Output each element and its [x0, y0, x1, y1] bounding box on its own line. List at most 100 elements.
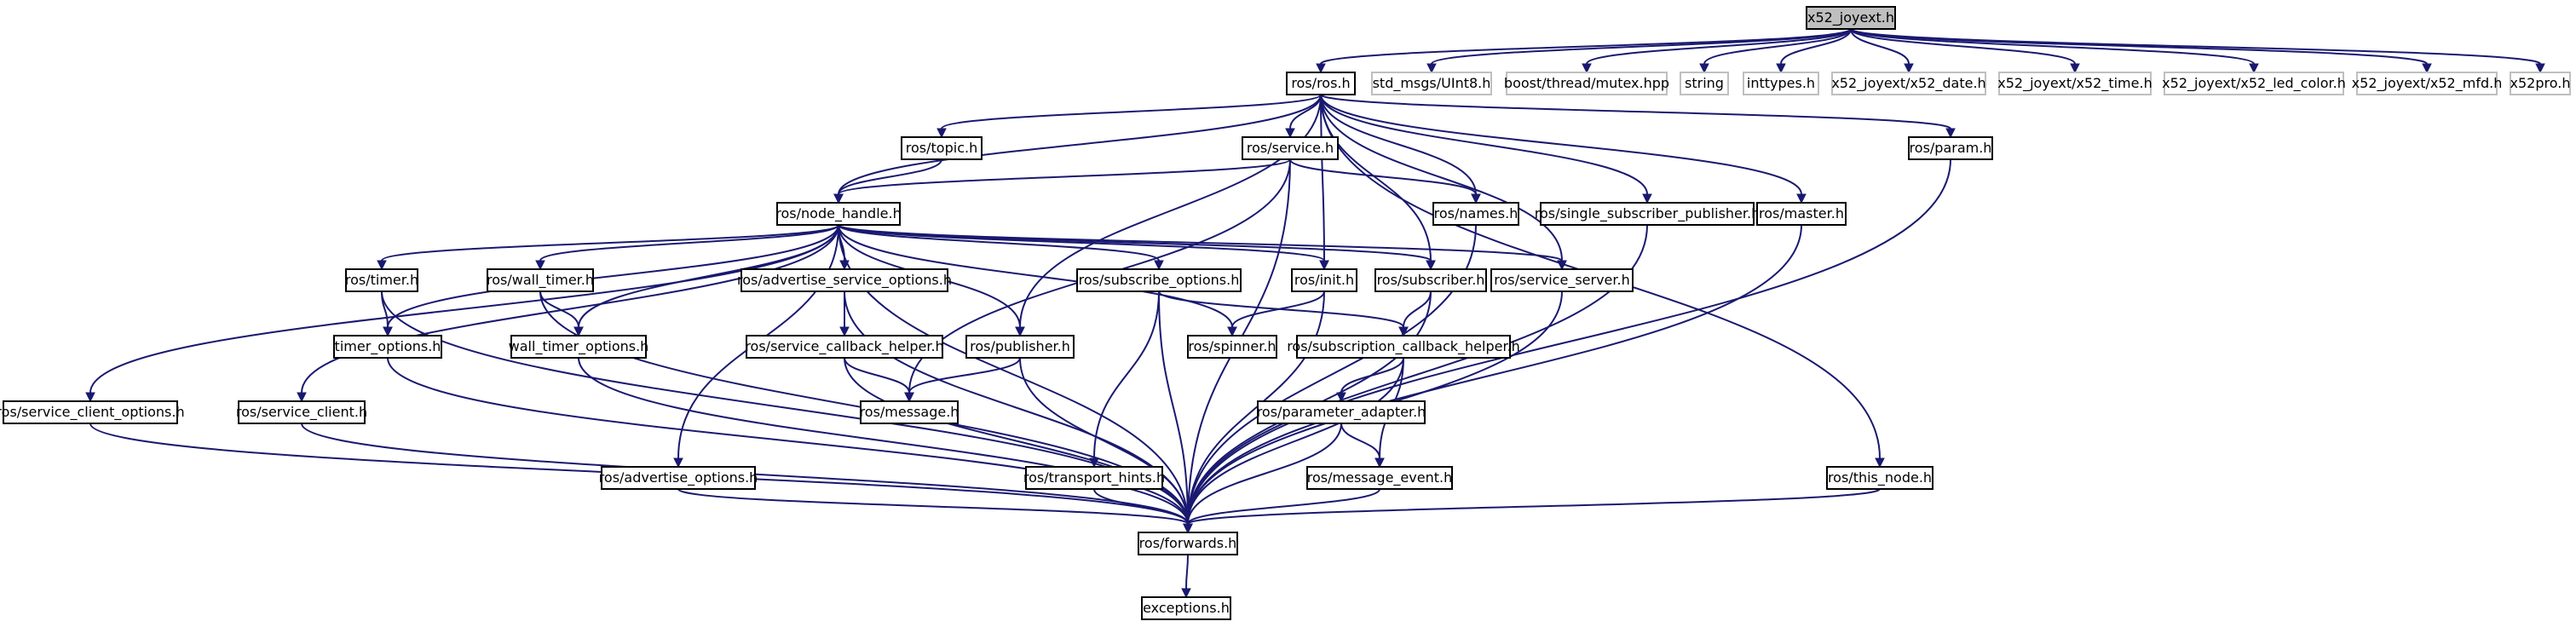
node-label: inttypes.h	[1747, 75, 1815, 91]
node-exceptions-h[interactable]: exceptions.h	[1141, 596, 1231, 620]
node-ros-names-h[interactable]: ros/names.h	[1432, 202, 1519, 226]
node-ros-subscription-callback-helper-h[interactable]: ros/subscription_callback_helper.h	[1287, 335, 1520, 359]
edge-ros_ros-to-param	[1320, 94, 1956, 139]
node-label: ros/names.h	[1434, 205, 1519, 221]
node-label: ros/spinner.h	[1188, 338, 1276, 354]
node-label: ros/topic.h	[906, 140, 977, 156]
node-std-msgs-uint8-h: std_msgs/UInt8.h	[1371, 72, 1492, 95]
node-ros-topic-h[interactable]: ros/topic.h	[901, 136, 983, 160]
node-label: x52_joyext/x52_led_color.h	[2162, 75, 2346, 92]
node-label: ros/advertise_options.h	[599, 469, 758, 486]
node-ros-wall-timer-h[interactable]: ros/wall_timer.h	[487, 268, 594, 292]
edge-ros_ros-to-single_sub_pub	[1320, 94, 1652, 204]
node-x52-joyext-h: x52_joyext.h	[1806, 6, 1896, 30]
edge-init-to-spinner	[1227, 290, 1325, 337]
node-label: string	[1685, 75, 1724, 91]
node-ros-master-h[interactable]: ros/master.h	[1756, 202, 1847, 226]
node-label: std_msgs/UInt8.h	[1373, 75, 1491, 92]
node-label: ros/parameter_adapter.h	[1257, 404, 1426, 421]
node-x52pro-h: x52pro.h	[2510, 72, 2571, 95]
node-label: wall_timer_options.h	[509, 338, 649, 355]
node-label: ros/subscribe_options.h	[1079, 272, 1240, 289]
node-wall-timer-options-h[interactable]: wall_timer_options.h	[509, 335, 649, 359]
node-label: ros/ros.h	[1291, 75, 1350, 91]
edge-msg_event-to-forwards	[1183, 488, 1380, 534]
node-ros-param-h[interactable]: ros/param.h	[1908, 136, 1993, 160]
edge-sub_opts-to-transport_hints	[1089, 290, 1160, 469]
edge-service-to-names	[1289, 158, 1481, 204]
node-ros-subscribe-options-h[interactable]: ros/subscribe_options.h	[1076, 268, 1242, 292]
edge-node_handle-to-srv_client_opts	[85, 224, 839, 403]
node-ros-service-client-options-h[interactable]: ros/service_client_options.h	[0, 400, 185, 424]
edge-service-to-node_handle	[833, 158, 1291, 204]
node-ros-subscriber-h[interactable]: ros/subscriber.h	[1374, 268, 1487, 292]
node-ros-single-subscriber-publisher-h[interactable]: ros/single_subscriber_publisher.h	[1535, 202, 1760, 226]
edge-root-to-std_msgs	[1426, 28, 1852, 74]
edge-sub_opts-to-sub_cb_helper	[1158, 290, 1409, 337]
node-label: ros/transport_hints.h	[1023, 469, 1165, 486]
edge-node_handle-to-srv_server	[838, 224, 1567, 271]
node-label: ros/publisher.h	[970, 338, 1070, 354]
node-label: x52_joyext.h	[1807, 9, 1894, 26]
node-label: ros/service.h	[1247, 140, 1334, 156]
node-ros-parameter-adapter-h[interactable]: ros/parameter_adapter.h	[1257, 400, 1426, 424]
node-label: ros/message.h	[860, 404, 960, 420]
node-label: x52_joyext/x52_mfd.h	[2352, 75, 2503, 92]
edge-param_adapter-to-msg_event	[1340, 423, 1385, 469]
edge-ros_ros-to-names	[1320, 94, 1481, 204]
node-string: string	[1680, 72, 1729, 95]
node-ros-service-callback-helper-h[interactable]: ros/service_callback_helper.h	[745, 335, 944, 359]
node-ros-service-server-h[interactable]: ros/service_server.h	[1490, 268, 1634, 292]
edge-srv_cb_helper-to-message	[844, 357, 914, 403]
node-ros-advertise-options-h[interactable]: ros/advertise_options.h	[599, 466, 758, 490]
node-x52-joyext-x52-led-color-h: x52_joyext/x52_led_color.h	[2162, 72, 2346, 95]
edge-root-to-inttypes	[1776, 28, 1852, 74]
edge-ros_ros-to-master	[1320, 94, 1807, 204]
node-ros-service-client-h[interactable]: ros/service_client.h	[236, 400, 367, 424]
node-ros-transport-hints-h[interactable]: ros/transport_hints.h	[1023, 466, 1165, 490]
edge-transport_hints-to-forwards	[1093, 488, 1193, 534]
edge-forwards-to-exceptions	[1181, 554, 1191, 599]
edge-root-to-x52_date	[1850, 28, 1914, 74]
node-ros-node-handle-h[interactable]: ros/node_handle.h	[775, 202, 902, 226]
node-ros-init-h[interactable]: ros/init.h	[1291, 268, 1357, 292]
node-ros-ros-h[interactable]: ros/ros.h	[1286, 72, 1356, 95]
node-label: ros/subscription_callback_helper.h	[1287, 338, 1520, 355]
node-x52-joyext-x52-date-h: x52_joyext/x52_date.h	[1831, 72, 1986, 95]
edges-layer	[85, 28, 2545, 599]
node-label: ros/service_server.h	[1494, 272, 1629, 289]
node-ros-publisher-h[interactable]: ros/publisher.h	[965, 335, 1075, 359]
node-label: exceptions.h	[1143, 600, 1230, 616]
node-label: ros/wall_timer.h	[487, 272, 594, 289]
node-label: ros/service_client_options.h	[0, 404, 185, 421]
node-label: ros/service_client.h	[236, 404, 367, 421]
node-label: x52_joyext/x52_date.h	[1831, 75, 1985, 92]
node-ros-message-h[interactable]: ros/message.h	[860, 400, 960, 424]
node-label: ros/init.h	[1294, 272, 1354, 288]
node-ros-spinner-h[interactable]: ros/spinner.h	[1187, 335, 1277, 359]
node-ros-forwards-h[interactable]: ros/forwards.h	[1138, 532, 1238, 555]
node-ros-advertise-service-options-h[interactable]: ros/advertise_service_options.h	[737, 268, 952, 292]
node-ros-timer-h[interactable]: ros/timer.h	[345, 268, 418, 292]
node-label: x52pro.h	[2510, 75, 2571, 91]
node-timer-options-h[interactable]: timer_options.h	[333, 335, 442, 359]
node-x52-joyext-x52-mfd-h: x52_joyext/x52_mfd.h	[2352, 72, 2503, 95]
node-label: ros/timer.h	[345, 272, 418, 288]
edge-adv_opts-to-forwards	[677, 488, 1193, 534]
edge-root-to-boost_mutex	[1582, 28, 1852, 74]
node-label: ros/message_event.h	[1307, 469, 1452, 486]
node-label: ros/single_subscriber_publisher.h	[1535, 205, 1760, 222]
node-inttypes-h: inttypes.h	[1743, 72, 1819, 95]
node-label: ros/node_handle.h	[775, 205, 901, 222]
edge-publisher-to-forwards	[1019, 357, 1193, 534]
node-ros-message-event-h[interactable]: ros/message_event.h	[1306, 466, 1453, 490]
node-ros-this-node-h[interactable]: ros/this_node.h	[1826, 466, 1933, 490]
node-ros-service-h[interactable]: ros/service.h	[1242, 136, 1339, 160]
edge-sub_opts-to-forwards	[1158, 290, 1193, 534]
node-label: ros/param.h	[1910, 140, 1992, 156]
edge-ros_ros-to-topic	[936, 94, 1322, 139]
edge-root-to-x52_time	[1850, 28, 2080, 74]
edge-timer_opts-to-forwards	[387, 357, 1193, 534]
